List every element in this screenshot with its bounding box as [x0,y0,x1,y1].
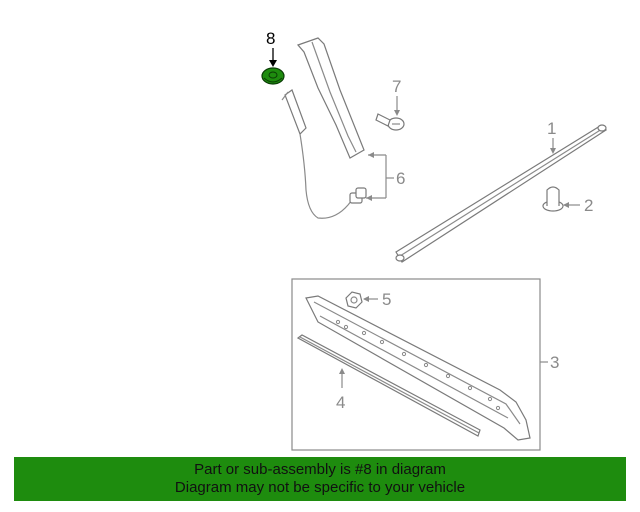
callout-6-bracket [366,152,394,201]
callout-6: 6 [396,169,405,188]
callout-7: 7 [392,77,401,96]
callout-1: 1 [547,119,556,138]
info-banner: Part or sub-assembly is #8 in diagram Di… [14,457,626,501]
callout-2: 2 [584,196,593,215]
banner-line-2: Diagram may not be specific to your vehi… [174,479,466,496]
banner-line-1: Part or sub-assembly is #8 in diagram [194,461,446,478]
part-6-pillar-trim[interactable] [281,37,367,219]
callout-8: 8 [266,29,275,48]
callout-5: 5 [382,290,391,309]
sub-assembly-box [291,278,541,451]
callout-3: 3 [550,353,559,372]
part-3-rocker-panel[interactable] [305,295,531,441]
part-7-screw[interactable] [375,96,405,131]
part-1-molding[interactable] [395,124,608,263]
part-2-clip[interactable] [542,186,580,212]
callout-4: 4 [336,393,345,412]
part-5-nut[interactable] [345,291,378,309]
part-8-clip[interactable] [261,48,285,85]
part-4-strip[interactable] [296,334,481,437]
